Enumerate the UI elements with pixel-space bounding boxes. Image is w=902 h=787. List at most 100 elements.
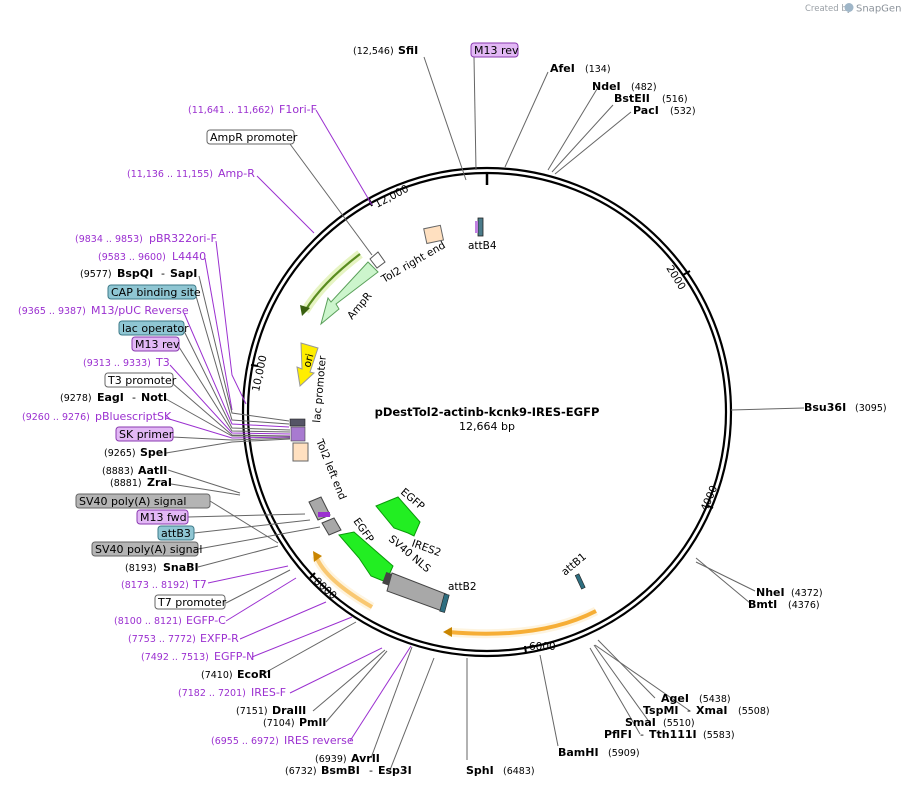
site-separator: -: [687, 704, 691, 717]
tol2-box-top: [423, 224, 445, 245]
site-name: SnaBI: [163, 561, 199, 574]
ires2-block: [386, 572, 447, 612]
site-box-label: M13 fwd: [140, 511, 187, 524]
site-name: F1ori-F: [279, 103, 317, 116]
site-name: BsmBI: [321, 764, 360, 777]
site-name: PmlI: [299, 716, 326, 729]
feature-label: AmpR: [345, 290, 374, 322]
site-name: DraIII: [272, 704, 306, 717]
site-position: (5438): [699, 694, 731, 705]
tick-label: 4000: [699, 484, 720, 513]
site-position: (9260 .. 9276): [22, 412, 90, 423]
site-name-alt: SapI: [170, 267, 197, 280]
site-position: (9365 .. 9387): [18, 306, 86, 317]
site-name: NdeI: [592, 80, 621, 93]
site-name: L4440: [172, 250, 206, 263]
site-position: (7410): [201, 670, 233, 681]
site-position: (8881): [110, 478, 142, 489]
site-box-label: CAP binding site: [111, 286, 201, 299]
feature-label: ori: [301, 352, 316, 368]
site-name: BspQI: [117, 267, 153, 280]
feature-label: Tol2 left end: [313, 437, 349, 502]
feature-label: Tol2 right end: [379, 239, 448, 286]
tol2-right-end: [369, 251, 386, 269]
site-position: (6955 .. 6972): [211, 736, 279, 747]
site-name: TspMI: [643, 704, 679, 717]
site-name: AfeI: [550, 62, 575, 75]
egfp-arrow-upper: [375, 496, 421, 537]
plasmid-title: pDestTol2-actinb-kcnk9-IRES-EGFP: [375, 405, 600, 419]
site-position: (4376): [788, 600, 820, 611]
site-position: (11,641 .. 11,662): [188, 105, 274, 116]
site-position: (134): [585, 64, 611, 75]
site-box-label: M13 rev: [474, 44, 519, 57]
site-separator: -: [369, 764, 373, 777]
credit-brand: SnapGene: [856, 4, 902, 15]
snapgene-logo-icon: [844, 3, 854, 12]
feature-label: attB1: [559, 551, 589, 579]
feature-label: attB4: [468, 240, 497, 252]
site-name: BamHI: [558, 746, 599, 759]
site-position: (5583): [703, 730, 735, 741]
site-position: (8883): [102, 466, 134, 477]
site-name: M13/pUC Reverse: [91, 304, 189, 317]
site-name: NheI: [756, 586, 785, 599]
site-position: (12,546): [353, 46, 394, 57]
site-name: T7: [192, 578, 207, 591]
site-name: pBR322ori-F: [149, 232, 217, 245]
site-box-label: lac operator: [122, 322, 189, 335]
site-position: (9278): [60, 393, 92, 404]
credit-prefix: Created by: [805, 4, 852, 14]
site-name: SphI: [466, 764, 494, 777]
site-name-alt: Esp3I: [378, 764, 412, 777]
site-name: EGFP-N: [214, 650, 254, 663]
site-name: PflFI: [604, 728, 632, 741]
site-name: EagI: [97, 391, 124, 404]
site-labels: (12,546) SfiI M13 rev AfeI (134) NdeI (4…: [18, 42, 887, 777]
site-name: EXFP-R: [200, 632, 239, 645]
site-name: ZraI: [147, 476, 172, 489]
site-position: (9834 .. 9853): [75, 234, 143, 245]
site-name-alt: Tth111I: [649, 728, 697, 741]
site-position: (11,136 .. 11,155): [127, 169, 213, 180]
site-separator: -: [132, 391, 136, 404]
site-position: (7182 .. 7201): [178, 688, 246, 699]
site-name: SfiI: [398, 44, 418, 57]
site-separator: -: [640, 728, 644, 741]
feature-label: attB2: [448, 581, 477, 593]
site-name: BstEII: [614, 92, 650, 105]
site-name: BmtI: [748, 598, 777, 611]
site-box-label: attB3: [161, 527, 191, 540]
site-position: (9577): [80, 269, 112, 280]
site-box-label: SK primer: [119, 428, 174, 441]
site-name: IRES reverse: [284, 734, 354, 747]
site-name: AatII: [138, 464, 167, 477]
tick-label: 6000: [529, 641, 556, 653]
site-position: (3095): [855, 403, 887, 414]
site-position: (5510): [663, 718, 695, 729]
feature-label: lac promoter: [311, 355, 329, 424]
site-name: EGFP-C: [186, 614, 226, 627]
ampr-arrow: [320, 261, 379, 326]
site-name-alt: NotI: [141, 391, 167, 404]
site-name: SpeI: [140, 446, 167, 459]
site-position: (8100 .. 8121): [114, 616, 182, 627]
site-box-label: M13 rev: [135, 338, 180, 351]
site-position: (532): [670, 106, 696, 117]
site-name: PacI: [633, 104, 659, 117]
site-name: AvrII: [351, 752, 380, 765]
site-separator: -: [161, 267, 165, 280]
orf-arc-left: [314, 555, 373, 609]
site-position: (7151): [236, 706, 268, 717]
site-position: (6939): [315, 754, 347, 765]
site-position: (4372): [791, 588, 823, 599]
plasmid-size: 12,664 bp: [459, 420, 515, 433]
site-box-label: T7 promoter: [157, 596, 227, 609]
site-position: (9265): [104, 448, 136, 459]
site-position: (5508): [738, 706, 770, 717]
site-name: SmaI: [625, 716, 656, 729]
site-position: (7753 .. 7772): [128, 634, 196, 645]
site-position: (5909): [608, 748, 640, 759]
site-name: EcoRI: [237, 668, 271, 681]
